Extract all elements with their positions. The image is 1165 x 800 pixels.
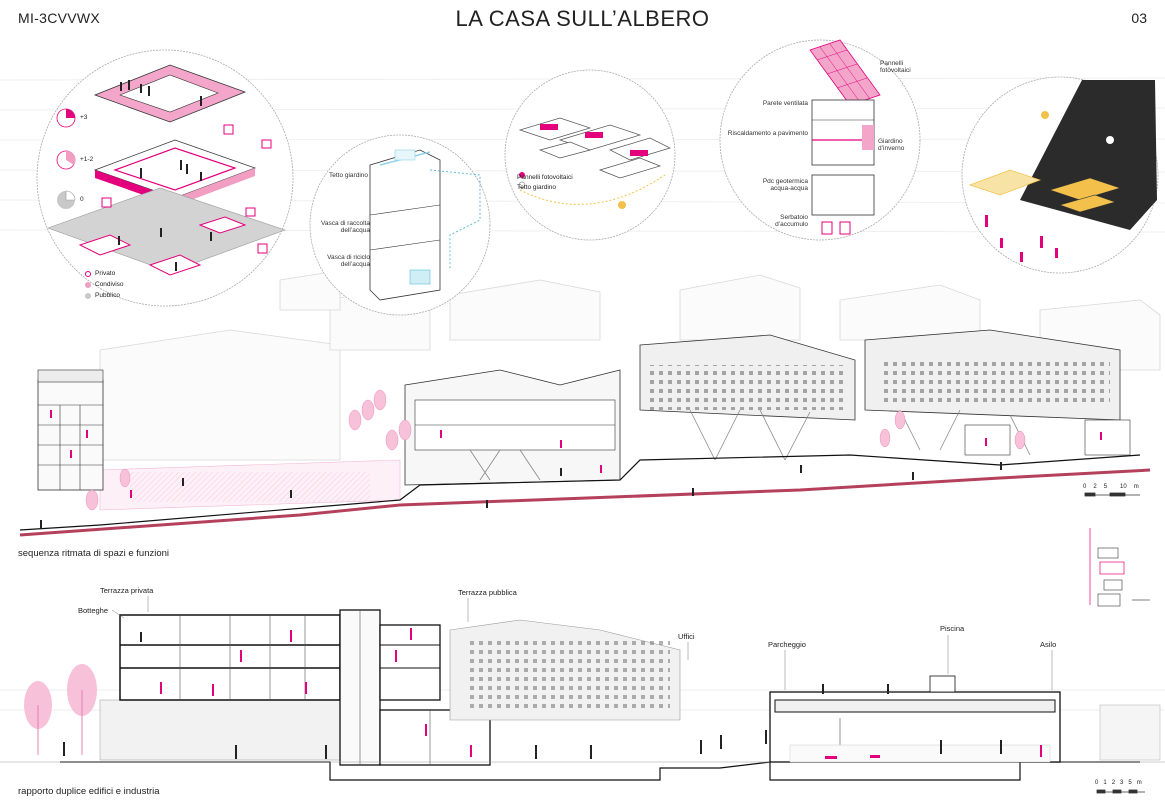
level-label-ground: 0 xyxy=(80,196,84,203)
page-number: 03 xyxy=(1131,10,1147,26)
caption-top: sequenza ritmata di spazi e funzioni xyxy=(18,548,170,559)
privacy-legend: Privato Condiviso Pubblico xyxy=(85,268,124,301)
scale-top-labels: 0 2 5 10 m xyxy=(1083,484,1158,490)
label-ventilated-wall: Parete ventilata xyxy=(762,100,808,107)
label-roof-garden: Tetto giardino xyxy=(328,172,368,179)
private-swatch xyxy=(85,270,91,277)
scale-tick: 2 xyxy=(1111,780,1116,786)
label-kindergarten: Asilo xyxy=(1040,640,1057,649)
circle-solar-roof xyxy=(504,69,676,241)
scale-tick: 1 xyxy=(1103,780,1107,786)
scale-tick: 0 xyxy=(1083,484,1087,490)
label-water-collection-tank: Vasca di raccolta dell’acqua xyxy=(320,220,370,235)
section-drawing xyxy=(0,596,1165,781)
caption-bottom: rapporto duplice edifici e industria xyxy=(18,786,160,797)
scale-bottom-labels: 0 1 2 3 5 m xyxy=(1095,780,1160,786)
solar-legend: Pannelli fotovoltaici Tetto giardino xyxy=(517,173,573,193)
label-storage-tank: Serbatoio d’accumulo xyxy=(775,214,808,229)
label-geothermal-heat-pump: Pdc geotermica acqua-acqua xyxy=(762,178,808,193)
scale-tick: 2 xyxy=(1093,484,1097,490)
circle-energy-systems xyxy=(719,39,921,241)
key-plan xyxy=(1089,528,1150,607)
scale-bar-top xyxy=(1084,492,1140,497)
scale-tick: 5 xyxy=(1128,780,1132,786)
label-shops: Botteghe xyxy=(78,606,109,615)
circle-day-night xyxy=(961,76,1159,274)
label-floor-heating: Riscaldamento a pavimento xyxy=(727,130,808,137)
label-private-terrace: Terrazza privata xyxy=(100,586,154,595)
legend-roof-garden: Tetto giardino xyxy=(517,184,557,191)
scale-tick: 3 xyxy=(1120,780,1124,786)
label-offices: Uffici xyxy=(678,632,695,641)
scale-tick: 0 xyxy=(1095,780,1099,786)
scale-bar-bottom xyxy=(1096,789,1145,794)
circle-privacy-levels xyxy=(36,49,294,307)
scale-tick: 5 xyxy=(1103,484,1108,490)
legend-item-public: Pubblico xyxy=(85,290,124,301)
legend-label: Privato xyxy=(95,270,116,277)
public-swatch xyxy=(85,292,91,299)
scale-unit: m xyxy=(1133,484,1139,490)
legend-solar-panels: Pannelli fotovoltaici xyxy=(517,174,573,181)
label-parking: Parcheggio xyxy=(768,640,806,649)
legend-label: Condiviso xyxy=(95,281,124,288)
scale-unit: m xyxy=(1136,780,1142,786)
page-title: LA CASA SULL’ALBERO xyxy=(455,6,710,31)
legend-label: Pubblico xyxy=(95,292,120,299)
level-label-top: +3 xyxy=(80,114,88,121)
legend-item-shared: Condiviso xyxy=(85,279,124,290)
label-winter-garden: Giardino d’inverno xyxy=(878,138,905,153)
legend-item-private: Privato xyxy=(85,268,124,279)
project-code: MI-3CVVWX xyxy=(18,10,101,26)
label-water-recycling-tank: Vasca di riciclo dell’acqua xyxy=(327,254,370,269)
shared-swatch xyxy=(85,281,91,288)
axonometric-complex xyxy=(19,329,1151,537)
circle-water-system xyxy=(309,134,491,316)
label-pool: Piscina xyxy=(940,624,965,633)
scale-tick: 10 xyxy=(1120,484,1127,490)
level-label-middle: +1-2 xyxy=(80,156,94,163)
label-public-terrace: Terrazza pubblica xyxy=(458,588,517,597)
label-solar-panels: Pannelli fotovoltaici xyxy=(880,60,911,75)
background-buildings xyxy=(99,271,1161,461)
